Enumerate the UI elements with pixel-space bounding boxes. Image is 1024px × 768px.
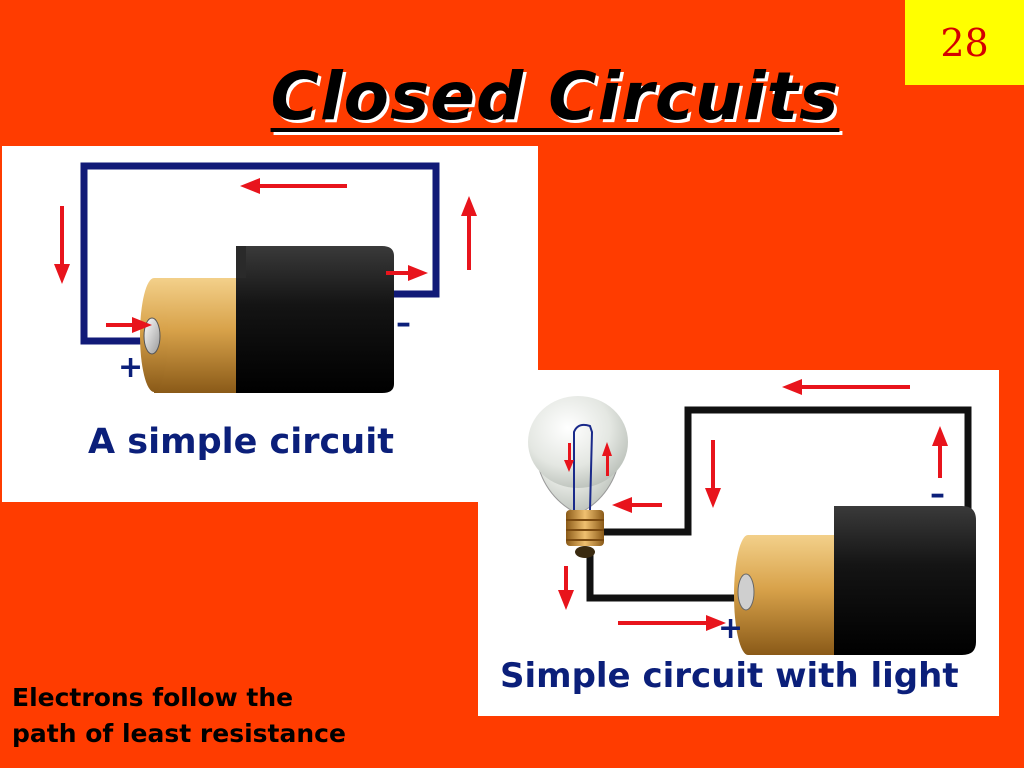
simple-circuit-panel: + – A simple circuit (2, 146, 538, 502)
slide-title: Closed Circuits (270, 58, 840, 135)
light-circuit-caption: Simple circuit with light (500, 656, 959, 696)
minus-label: – (396, 306, 411, 341)
battery-icon (140, 246, 394, 393)
light-circuit-diagram: + – (528, 379, 976, 655)
light-bulb-icon (528, 396, 628, 558)
simple-circuit-caption: A simple circuit (88, 422, 394, 462)
minus-label: – (930, 477, 945, 512)
arrow-icon (558, 379, 948, 631)
summary-note-line-1: Electrons follow the (12, 683, 294, 712)
page-number-box: 28 (905, 0, 1024, 85)
light-circuit-panel: + – Simple circuit with light (478, 370, 999, 716)
simple-circuit-diagram: + – (54, 162, 477, 393)
circuit-wire (80, 162, 440, 345)
arrow-icon (54, 178, 477, 333)
plus-label: + (118, 350, 143, 385)
summary-note: Electrons follow the path of least resis… (12, 680, 432, 752)
plus-label: + (718, 611, 743, 646)
circuit-wire (603, 406, 972, 550)
summary-note-line-2: path of least resistance (12, 719, 346, 748)
circuit-wire (586, 552, 746, 602)
page-number: 28 (940, 20, 989, 65)
battery-icon (734, 506, 976, 655)
